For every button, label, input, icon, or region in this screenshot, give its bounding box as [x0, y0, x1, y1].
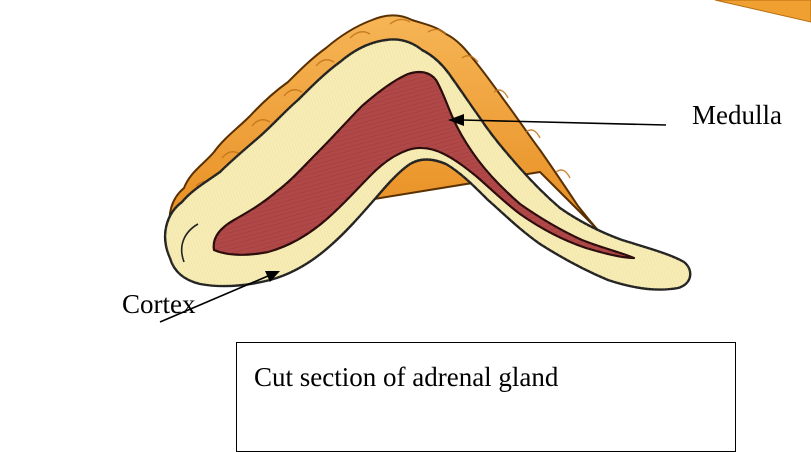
corner-decoration — [715, 0, 811, 22]
caption-text: Cut section of adrenal gland — [254, 364, 558, 391]
cortex-label: Cortex — [122, 291, 196, 318]
caption-box: Cut section of adrenal gland — [236, 342, 736, 452]
medulla-label: Medulla — [692, 102, 782, 129]
